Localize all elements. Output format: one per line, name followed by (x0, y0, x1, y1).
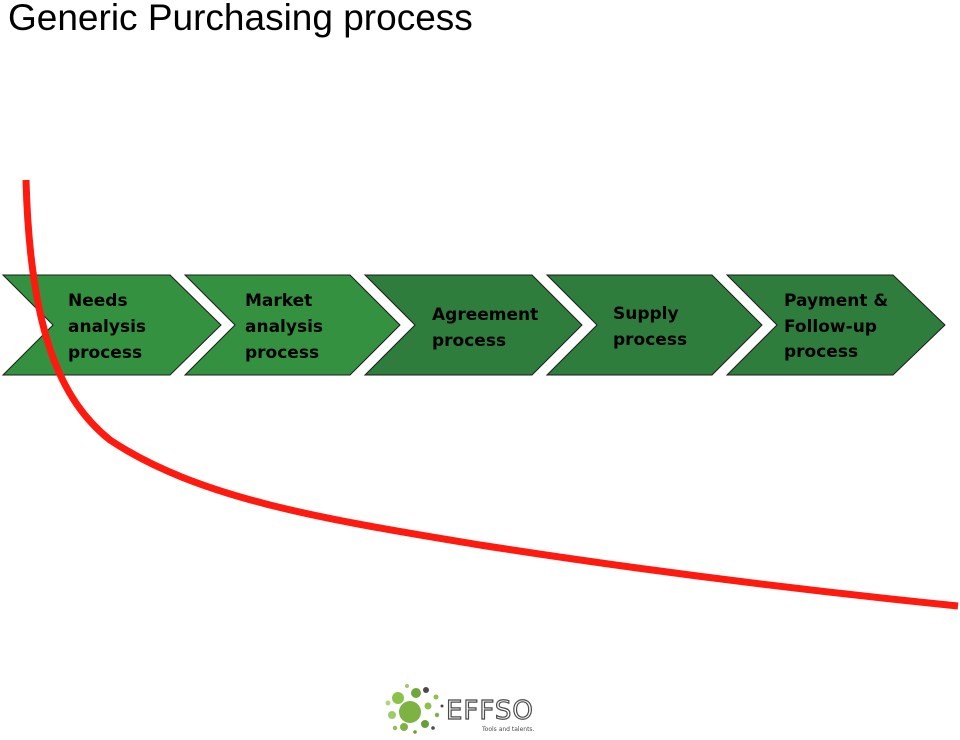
step-label-line: process (432, 331, 506, 351)
step-label: Supply process (613, 304, 687, 350)
step-label-line: process (784, 342, 858, 362)
step-label-line: process (613, 330, 687, 350)
process-step-market-analysis: Market analysis process (183, 274, 401, 376)
process-step-supply: Supply process (545, 274, 763, 376)
chevron-shape (1, 274, 222, 376)
page-title: Generic Purchasing process (8, 0, 473, 38)
chevron-shape (183, 274, 401, 376)
step-label-line: Payment & (784, 291, 888, 311)
logo-wordmark: EFFSO (446, 696, 534, 726)
step-label-line: analysis (68, 317, 146, 337)
influence-curve (22, 179, 959, 610)
step-label: Payment & Follow-up process (784, 291, 894, 362)
effso-logo: EFFSO Tools and talents. (385, 684, 535, 734)
chevron-shape (725, 274, 946, 376)
step-label-line: Agreement (432, 305, 538, 325)
step-label-line: analysis (245, 317, 323, 337)
logo-tagline: Tools and talents. (481, 726, 535, 733)
logo-mark-icon (385, 684, 444, 734)
process-step-payment-follow-up: Payment & Follow-up process (725, 274, 946, 376)
chevron-shape (545, 274, 763, 376)
step-label-line: process (68, 343, 142, 363)
process-step-needs-analysis: Needs analysis process (1, 274, 222, 376)
process-step-agreement: Agreement process (363, 274, 583, 376)
step-label: Market analysis process (245, 291, 329, 363)
step-label-line: Supply (613, 304, 679, 324)
chevron-shape (363, 274, 583, 376)
step-label-line: process (245, 343, 319, 363)
step-label: Needs analysis process (68, 291, 152, 363)
step-label-line: Follow-up (784, 317, 877, 337)
step-label-line: Needs (68, 291, 128, 311)
step-label-line: Market (245, 291, 312, 311)
step-label: Agreement process (432, 305, 544, 351)
